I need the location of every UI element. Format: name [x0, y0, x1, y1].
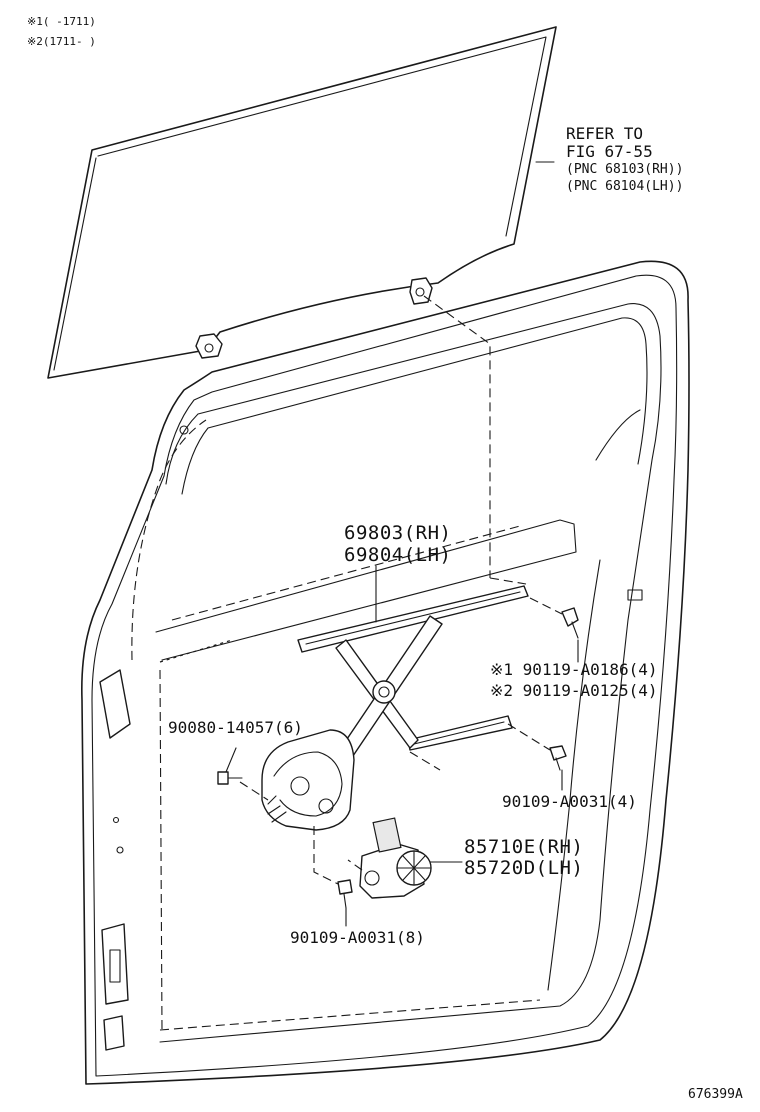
label-regulator-lh: 69804(LH): [344, 544, 452, 566]
label-screw-left: 90080-14057(6): [168, 718, 303, 737]
bolt-lower: [337, 879, 353, 909]
note-1: ※1( -1711): [27, 15, 96, 28]
leader-lines: [225, 161, 579, 927]
refer-line-1: REFER TO: [566, 124, 644, 143]
label-regulator-rh: 69803(RH): [344, 522, 452, 544]
bolt-upper: [561, 607, 579, 639]
label-bolt-lower: 90109-A0031(8): [290, 928, 425, 947]
window-regulator: [261, 585, 529, 831]
refer-line-2: FIG 67-55: [566, 142, 653, 161]
label-motor-rh: 85710E(RH): [464, 836, 584, 858]
figure-id: 676399A: [688, 1087, 743, 1102]
door-glass: [47, 26, 557, 379]
door-panel: [81, 260, 690, 1085]
label-bolt-upper-2: ※2 90119-A0125(4): [490, 681, 658, 700]
glass-clip-right: [409, 277, 433, 305]
guide-lines: [159, 295, 563, 885]
label-bolt-right: 90109-A0031(4): [502, 792, 637, 811]
label-motor-lh: 85720D(LH): [464, 857, 584, 879]
label-bolt-upper-1: ※1 90119-A0186(4): [490, 660, 658, 679]
note-2: ※2(1711- ): [27, 35, 96, 48]
regulator-motor: [359, 817, 432, 899]
refer-line-4: (PNC 68104(LH)): [566, 179, 684, 194]
screw-left: [217, 771, 243, 785]
bolt-right: [549, 745, 567, 771]
refer-line-3: (PNC 68103(RH)): [566, 162, 684, 177]
glass-clip-left: [195, 333, 223, 359]
